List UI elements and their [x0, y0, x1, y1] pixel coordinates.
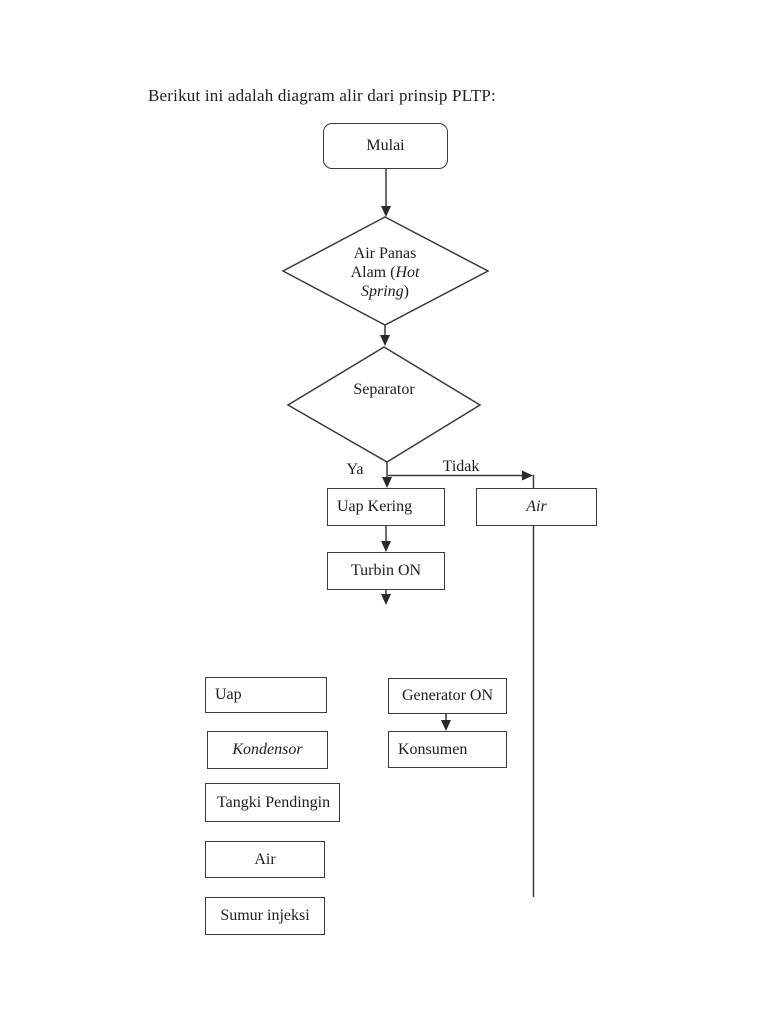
node-kondensor-label: Kondensor: [232, 741, 303, 758]
node-sumur-injeksi: Sumur injeksi: [205, 897, 325, 935]
node-air-branch-label: Air: [526, 498, 547, 515]
node-tangki-pendingin: Tangki Pendingin: [205, 783, 340, 822]
air-panas-line3: Spring): [361, 283, 409, 300]
node-separator-label: Separator: [353, 381, 415, 398]
arrowhead-into-konsumen: [441, 720, 451, 731]
node-air-branch: Air: [476, 488, 597, 526]
arrowhead-into-separator: [380, 335, 390, 346]
node-turbin-on-label: Turbin ON: [350, 562, 422, 579]
node-mulai: Mulai: [323, 123, 448, 169]
arrowhead-into-turbin: [381, 541, 391, 552]
page-title: Berikut ini adalah diagram alir dari pri…: [148, 86, 496, 105]
node-uap-kering: Uap Kering: [327, 488, 445, 526]
node-tangki-pendingin-label: Tangki Pendingin: [217, 793, 331, 811]
node-air: Air: [205, 841, 325, 878]
node-konsumen-label: Konsumen: [398, 740, 468, 758]
node-uap-label: Uap: [215, 686, 242, 703]
node-air-label: Air: [254, 850, 276, 868]
air-panas-line2: Alam (Hot: [350, 264, 420, 281]
node-generator-on-label: Generator ON: [401, 687, 494, 704]
node-turbin-on: Turbin ON: [327, 552, 445, 590]
node-konsumen: Konsumen: [388, 731, 507, 768]
node-uap: Uap: [205, 677, 327, 713]
node-sumur-injeksi-label: Sumur injeksi: [220, 907, 310, 924]
node-air-panas-alam-label: Air Panas Alam (Hot Spring): [315, 244, 455, 301]
arrowhead-into-airpanas: [381, 206, 391, 217]
diamond-separator: [286, 346, 482, 463]
node-kondensor: Kondensor: [207, 731, 328, 769]
branch-label-ya: Ya: [346, 461, 364, 478]
arrowhead-tidak-right: [522, 470, 533, 481]
node-generator-on: Generator ON: [388, 678, 507, 714]
air-panas-line1: Air Panas: [353, 245, 417, 262]
arrowhead-turbin-out: [381, 594, 391, 605]
arrowhead-into-uapkering: [382, 477, 392, 488]
diamond-air-panas-alam: [281, 216, 490, 326]
branch-label-tidak: Tidak: [442, 458, 480, 475]
node-mulai-label: Mulai: [366, 137, 405, 154]
node-uap-kering-label: Uap Kering: [337, 498, 413, 515]
